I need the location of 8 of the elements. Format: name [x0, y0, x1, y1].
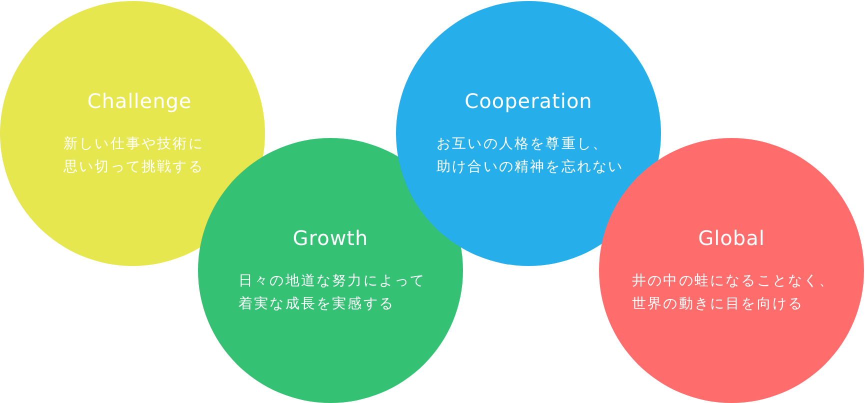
circle-description: 日々の地道な努力によって着実な成長を実感する — [238, 272, 427, 314]
circle-heading: Global — [698, 225, 765, 252]
circle-heading: Growth — [292, 225, 368, 252]
circle-description: お互いの人格を尊重し、助け合いの精神を忘れない — [436, 135, 625, 177]
circle-heading: Cooperation — [464, 88, 592, 115]
circle-heading: Challenge — [87, 88, 192, 115]
circle-description: 新しい仕事や技術に思い切って挑戦する — [64, 135, 205, 177]
circle-description: 井の中の蛙になることなく、世界の動きに目を向ける — [632, 272, 836, 314]
